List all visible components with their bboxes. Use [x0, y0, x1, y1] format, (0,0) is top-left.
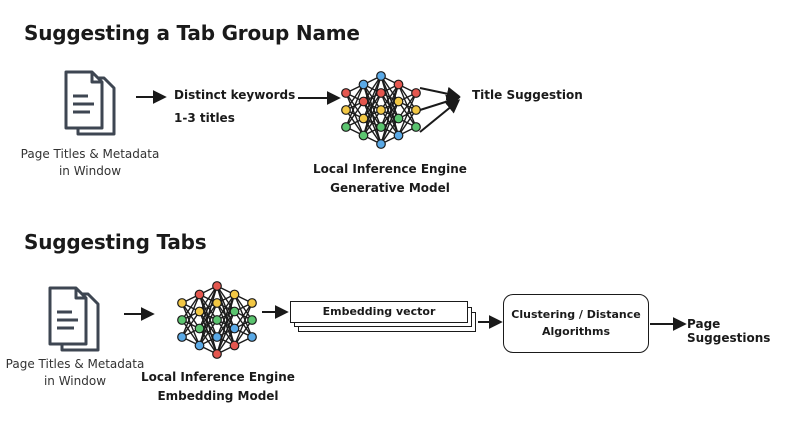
document-icon	[48, 286, 100, 352]
clustering-box: Clustering / Distance Algorithms	[503, 294, 649, 353]
nn-node	[194, 289, 205, 300]
nn-node	[229, 340, 240, 351]
nn-node	[177, 315, 187, 325]
input-label-2: Page Titles & Metadata in Window	[0, 356, 150, 390]
nn-edge	[380, 84, 400, 111]
title-suggestion-output: Title Suggestion	[472, 88, 583, 102]
nn-edge	[198, 285, 218, 346]
nn-node	[212, 315, 222, 325]
nn-node	[411, 88, 421, 98]
nn-node	[358, 96, 369, 107]
embedding-engine-line1: Local Inference Engine	[141, 370, 295, 384]
nn-node	[229, 323, 240, 334]
arrow-icon	[419, 99, 461, 133]
generative-engine-label: Local Inference Engine Generative Model	[300, 160, 480, 198]
nn-node	[341, 88, 351, 98]
embedding-engine-label: Local Inference Engine Embedding Model	[128, 368, 308, 406]
nn-node	[411, 122, 421, 132]
nn-edge	[198, 285, 218, 312]
nn-node	[358, 79, 369, 90]
input-label-1: Page Titles & Metadata in Window	[10, 146, 170, 180]
nn-edge	[216, 311, 236, 355]
nn-node	[212, 349, 222, 359]
nn-edge	[233, 302, 253, 346]
nn-node	[194, 340, 205, 351]
nn-node	[393, 79, 404, 90]
nn-node	[247, 315, 257, 325]
nn-node	[376, 105, 386, 115]
nn-node	[194, 306, 205, 317]
titles-count-label: 1-3 titles	[174, 111, 235, 125]
arrow-icon	[419, 94, 461, 111]
nn-edge	[397, 92, 417, 136]
nn-node	[376, 71, 386, 81]
nn-node	[358, 130, 369, 141]
nn-edge	[380, 118, 400, 145]
nn-node	[376, 122, 386, 132]
nn-edge	[181, 311, 201, 338]
nn-edge	[345, 84, 365, 128]
nn-edge	[198, 319, 218, 346]
nn-edge	[216, 294, 236, 355]
nn-node	[194, 323, 205, 334]
nn-node	[177, 332, 187, 342]
nn-node	[229, 306, 240, 317]
nn-node	[229, 289, 240, 300]
nn-edge	[216, 294, 236, 321]
neural-network-icon	[341, 71, 421, 149]
nn-node	[376, 88, 386, 98]
nn-node	[212, 281, 222, 291]
nn-edge	[397, 109, 417, 136]
nn-edge	[233, 319, 253, 346]
neural-network-icon	[177, 281, 257, 359]
nn-node	[177, 298, 187, 308]
embedding-vector-card: Embedding vector	[290, 301, 468, 323]
nn-edge	[216, 328, 236, 355]
section-title-tab-group-name: Suggesting a Tab Group Name	[24, 21, 360, 45]
nn-node	[393, 113, 404, 124]
embedding-engine-line2: Embedding Model	[157, 389, 279, 403]
input-label-2-line1: Page Titles & Metadata	[5, 357, 145, 371]
nn-edge	[198, 302, 218, 346]
nn-node	[247, 332, 257, 342]
nn-edge	[181, 294, 201, 321]
nn-edge	[362, 92, 382, 136]
nn-edge	[362, 109, 382, 136]
input-label-1-line2: in Window	[58, 164, 122, 178]
nn-edge	[345, 84, 365, 111]
clustering-line2: Algorithms	[541, 325, 610, 338]
clustering-line1: Clustering / Distance	[511, 308, 641, 321]
document-icon	[64, 70, 116, 136]
input-label-1-line1: Page Titles & Metadata	[20, 147, 160, 161]
nn-edge	[233, 302, 253, 329]
nn-edge	[380, 101, 400, 145]
nn-edge	[362, 75, 382, 136]
nn-node	[212, 332, 222, 342]
nn-node	[376, 139, 386, 149]
generative-engine-line2: Generative Model	[330, 181, 450, 195]
section-title-suggesting-tabs: Suggesting Tabs	[24, 230, 207, 254]
nn-edge	[198, 285, 218, 329]
nn-edge	[380, 84, 400, 128]
nn-node	[393, 130, 404, 141]
nn-node	[247, 298, 257, 308]
nn-edge	[362, 75, 382, 102]
nn-node	[341, 122, 351, 132]
input-label-2-line2: in Window	[43, 374, 107, 388]
nn-edge	[216, 294, 236, 338]
nn-node	[358, 113, 369, 124]
nn-node	[393, 96, 404, 107]
arrow-icon	[419, 86, 461, 101]
nn-node	[341, 105, 351, 115]
keywords-label: Distinct keywords	[174, 88, 296, 102]
nn-edge	[362, 75, 382, 119]
nn-edge	[380, 84, 400, 145]
nn-edge	[397, 92, 417, 119]
nn-edge	[345, 101, 365, 128]
page-suggestions-output: Page Suggestions	[687, 317, 771, 345]
generative-engine-line1: Local Inference Engine	[313, 162, 467, 176]
nn-node	[212, 298, 222, 308]
nn-edge	[181, 294, 201, 338]
